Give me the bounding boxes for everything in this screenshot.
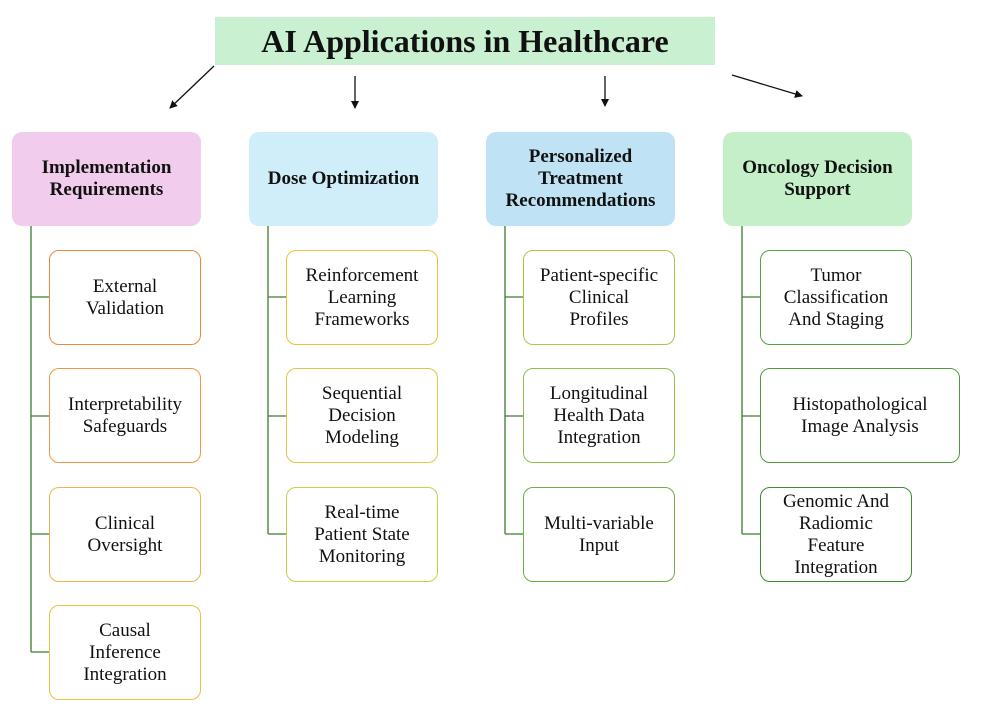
- leaf-causal-inference-integration: Causal Inference Integration: [49, 605, 201, 700]
- leaf-longitudinal-health-data-integration: Longitudinal Health Data Integration: [523, 368, 675, 463]
- leaf-interpretability-safeguards: Interpretability Safeguards: [49, 368, 201, 463]
- leaf-multi-variable-input: Multi-variable Input: [523, 487, 675, 582]
- leaf-clinical-oversight: Clinical Oversight: [49, 487, 201, 582]
- leaf-tumor-classification-and-staging: Tumor Classification And Staging: [760, 250, 912, 345]
- leaf-sequential-decision-modeling: Sequential Decision Modeling: [286, 368, 438, 463]
- leaf-patient-specific-clinical-profiles: Patient-specific Clinical Profiles: [523, 250, 675, 345]
- leaf-histopathological-image-analysis: Histopathological Image Analysis: [760, 368, 960, 463]
- arrow-to-implementation: [169, 65, 215, 109]
- leaf-genomic-and-radiomic-feature-integration: Genomic And Radiomic Feature Integration: [760, 487, 912, 582]
- category-implementation-requirements: Implementation Requirements: [12, 132, 201, 226]
- leaf-real-time-patient-state-monitoring: Real-time Patient State Monitoring: [286, 487, 438, 582]
- category-oncology-decision-support: Oncology Decision Support: [723, 132, 912, 226]
- diagram-title: AI Applications in Healthcare: [215, 17, 715, 65]
- category-personalized-treatment-recommendations: Personalized Treatment Recommendations: [486, 132, 675, 226]
- category-dose-optimization: Dose Optimization: [249, 132, 438, 226]
- leaf-reinforcement-learning-frameworks: Reinforcement Learning Frameworks: [286, 250, 438, 345]
- arrow-to-oncology: [731, 74, 803, 98]
- leaf-external-validation: External Validation: [49, 250, 201, 345]
